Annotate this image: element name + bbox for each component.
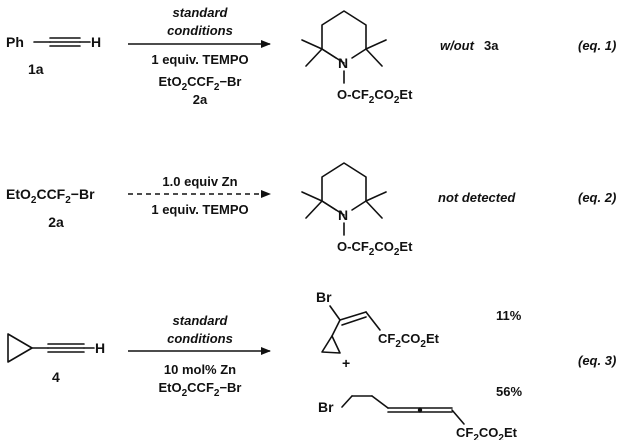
hydrogen-label: H (95, 340, 105, 356)
condition-text: 1 equiv. TEMPO (151, 202, 248, 217)
product-substituent: CF2CO2Et (378, 331, 440, 350)
condition-text: standard (173, 313, 229, 328)
product-tempo-adduct: N O-CF2CO2Et (301, 10, 413, 106)
methyl-bond (301, 39, 323, 50)
methyl-bond (365, 200, 383, 219)
substituent-formula: O-CF2CO2Et (337, 239, 413, 258)
product-substituent: CF2CO2Et (456, 425, 518, 440)
condition-text: conditions (167, 331, 233, 346)
methyl-bond (365, 48, 383, 67)
methyl-bond (305, 48, 323, 67)
double-bond (339, 311, 367, 321)
allene-center-dot (417, 407, 423, 413)
reactant-cyclopropylacetylene: H 4 (7, 333, 105, 385)
compound-label-4: 4 (52, 369, 60, 385)
compound-label-2a: 2a (48, 214, 64, 230)
bromine-label: Br (318, 399, 334, 415)
bromine-label: Br (316, 289, 332, 305)
product-allene: Br CF2CO2Et (318, 395, 518, 440)
cyclopropyl-ring (7, 333, 33, 363)
nitrogen-label: N (338, 55, 348, 71)
equation-2: EtO2CCF2−Br 2a 1.0 equiv Zn 1 equiv. TEM… (6, 162, 616, 258)
substituent-formula: O-CF2CO2Et (337, 87, 413, 106)
equation-3: H 4 standard conditions 10 mol% Zn EtO2C… (7, 289, 616, 440)
conditions-eq1: standard conditions 1 equiv. TEMPO EtO2C… (128, 5, 271, 107)
yield-label: 56% (496, 384, 522, 399)
reactant-bromodifluoroacetate: EtO2CCF2−Br 2a (6, 186, 95, 230)
methyl-bond (301, 191, 323, 202)
single-bond (451, 409, 465, 425)
ring-bond (321, 48, 337, 59)
product-tempo-adduct: N O-CF2CO2Et (301, 162, 413, 258)
condition-text: 10 mol% Zn (164, 362, 236, 377)
product-vinyl-bromide: Br CF2CO2Et (316, 289, 440, 354)
result-text: not detected (438, 190, 516, 205)
equation-tag: (eq. 2) (578, 190, 616, 205)
reactant-phenylacetylene: Ph H 1a (6, 34, 101, 77)
equation-tag: (eq. 3) (578, 353, 616, 368)
double-bond (341, 316, 367, 326)
equation-1: Ph H 1a standard conditions 1 equiv. TEM… (6, 5, 616, 107)
conditions-eq3: standard conditions 10 mol% Zn EtO2CCF2−… (128, 313, 271, 399)
nitrogen-label: N (338, 207, 348, 223)
result-text: w/out (440, 38, 475, 53)
single-bond (365, 311, 381, 331)
yield-label: 11% (496, 308, 522, 323)
single-bond (331, 319, 341, 337)
reactant-formula: EtO2CCF2−Br (6, 186, 95, 206)
condition-text: standard (173, 5, 229, 20)
cyclopropyl-ring (321, 335, 341, 354)
single-bond (341, 395, 353, 408)
c-br-bond (329, 305, 341, 321)
reagent-formula: EtO2CCF2−Br (158, 74, 241, 93)
methyl-bond (365, 191, 387, 202)
compound-label-3a: 3a (484, 38, 499, 53)
condition-text: 1 equiv. TEMPO (151, 52, 248, 67)
methyl-bond (305, 200, 323, 219)
methyl-bond (365, 39, 387, 50)
phenyl-label: Ph (6, 34, 24, 50)
reagent-formula: EtO2CCF2−Br (158, 380, 241, 399)
compound-label-1a: 1a (28, 61, 44, 77)
single-bond (371, 395, 389, 409)
hydrogen-label: H (91, 34, 101, 50)
compound-label-2a: 2a (193, 92, 208, 107)
condition-text: 1.0 equiv Zn (162, 174, 237, 189)
ring-bond (321, 200, 337, 211)
conditions-eq2: 1.0 equiv Zn 1 equiv. TEMPO (128, 174, 271, 217)
plus-sign: + (342, 355, 350, 371)
equation-tag: (eq. 1) (578, 38, 616, 53)
condition-text: conditions (167, 23, 233, 38)
